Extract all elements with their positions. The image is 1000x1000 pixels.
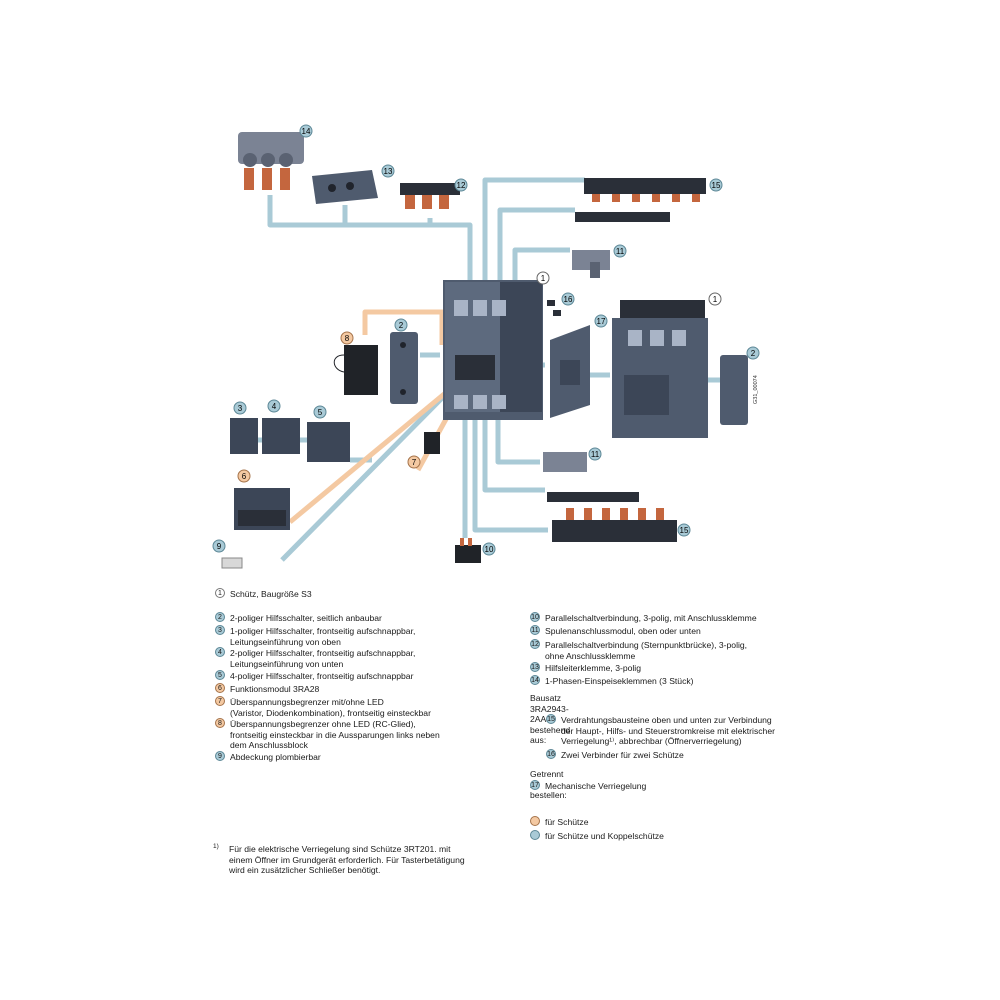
callout-1-center: 1 <box>536 271 550 285</box>
footnote-text: Für die elektrische Verriegelung sind Sc… <box>229 844 465 875</box>
callout-9: 9 <box>212 539 226 553</box>
aux-switch-side-right <box>720 355 748 425</box>
kit-title: Bausatz 3RA2943-2AA1 bestehend aus: <box>530 693 571 745</box>
svg-text:13: 13 <box>384 167 393 176</box>
coil-terminal-module-bottom <box>543 452 587 472</box>
exploded-view-diagram: G31_00074 1 1 2 2 3 4 5 6 <box>212 124 760 569</box>
varistor-surge-suppressor <box>424 432 440 454</box>
wiring-module-top <box>575 178 706 222</box>
coil-terminal-module-top <box>572 250 610 278</box>
svg-text:17: 17 <box>597 317 606 326</box>
connector-lines-blue <box>250 177 720 562</box>
callouts: 1 1 2 2 3 4 5 6 7 8 9 10 11 11 12 13 14 … <box>212 124 760 556</box>
svg-text:3: 3 <box>238 404 243 413</box>
callout-15-top: 15 <box>709 178 723 192</box>
svg-text:10: 10 <box>485 545 494 554</box>
svg-text:5: 5 <box>318 408 323 417</box>
callout-17: 17 <box>594 314 608 328</box>
star-point-bridge <box>400 183 460 209</box>
feed-in-terminals <box>238 132 304 190</box>
callout-11-top: 11 <box>613 244 627 258</box>
figure-code: G31_00074 <box>753 375 759 404</box>
callout-14: 14 <box>299 124 313 138</box>
rc-surge-suppressor <box>333 345 378 395</box>
svg-text:11: 11 <box>616 247 625 256</box>
function-module <box>234 488 290 530</box>
aux-switch-side-left <box>390 332 418 404</box>
callout-12: 12 <box>454 178 468 192</box>
contactor-center <box>443 280 543 420</box>
mechanical-interlock <box>550 325 590 418</box>
svg-text:6: 6 <box>242 472 247 481</box>
svg-text:7: 7 <box>412 458 417 467</box>
svg-text:1: 1 <box>713 295 718 304</box>
key-for-contactors: für Schütze <box>530 816 830 828</box>
callout-16: 16 <box>561 292 575 306</box>
aux-switch-4-pole <box>307 422 350 462</box>
svg-text:15: 15 <box>680 526 689 535</box>
callout-2-left: 2 <box>394 318 408 332</box>
svg-text:12: 12 <box>457 181 466 190</box>
contactor-connectors <box>547 300 561 316</box>
callout-13: 13 <box>381 164 395 178</box>
callout-11-bottom: 11 <box>588 447 602 461</box>
callout-1-right: 1 <box>708 292 722 306</box>
connector-lines-orange <box>288 309 465 524</box>
svg-text:14: 14 <box>302 127 311 136</box>
callout-4: 4 <box>267 399 281 413</box>
wiring-module-bottom <box>547 492 677 542</box>
key-for-contactors-and-coupling-relays: für Schütze und Koppelschütze <box>530 830 830 842</box>
callout-10: 10 <box>482 542 496 556</box>
parallel-connector <box>455 538 481 563</box>
sealable-cover <box>221 557 243 569</box>
callout-6: 6 <box>237 469 251 483</box>
svg-text:2: 2 <box>751 349 756 358</box>
callout-3: 3 <box>233 401 247 415</box>
callout-5: 5 <box>313 405 327 419</box>
contactor-right <box>612 300 708 438</box>
svg-text:2: 2 <box>399 321 404 330</box>
svg-text:9: 9 <box>217 542 222 551</box>
callout-2-right: 2 <box>746 346 760 360</box>
svg-text:4: 4 <box>272 402 277 411</box>
svg-text:8: 8 <box>345 334 350 343</box>
callout-8: 8 <box>340 331 354 345</box>
auxiliary-conductor-terminal <box>312 170 378 204</box>
aux-switch-2-pole <box>262 418 300 454</box>
svg-text:16: 16 <box>564 295 573 304</box>
svg-text:11: 11 <box>591 450 600 459</box>
svg-text:15: 15 <box>712 181 721 190</box>
svg-text:1: 1 <box>541 274 546 283</box>
aux-switch-1-pole <box>230 418 258 454</box>
footnote-mark: 1) <box>213 843 219 850</box>
callout-7: 7 <box>407 455 421 469</box>
callout-15-bottom: 15 <box>677 523 691 537</box>
